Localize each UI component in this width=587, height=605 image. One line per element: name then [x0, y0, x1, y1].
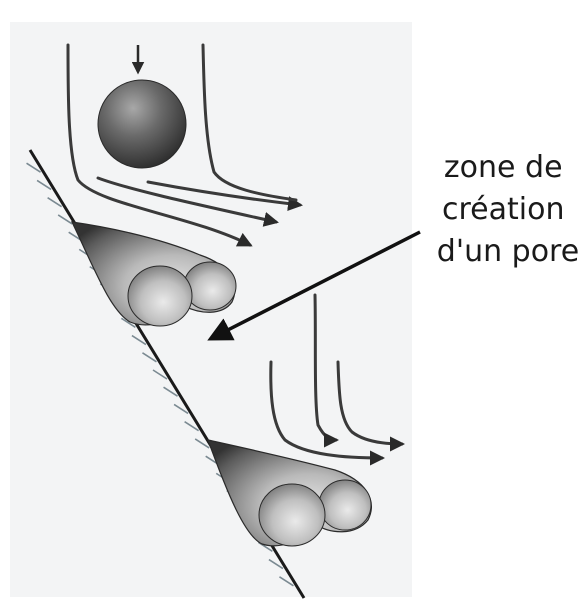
- label-line-2: création: [442, 192, 564, 227]
- pore-zone-label: zone de création d'un pore: [437, 150, 579, 269]
- label-line-3: d'un pore: [437, 234, 579, 269]
- label-line-1: zone de: [444, 150, 563, 185]
